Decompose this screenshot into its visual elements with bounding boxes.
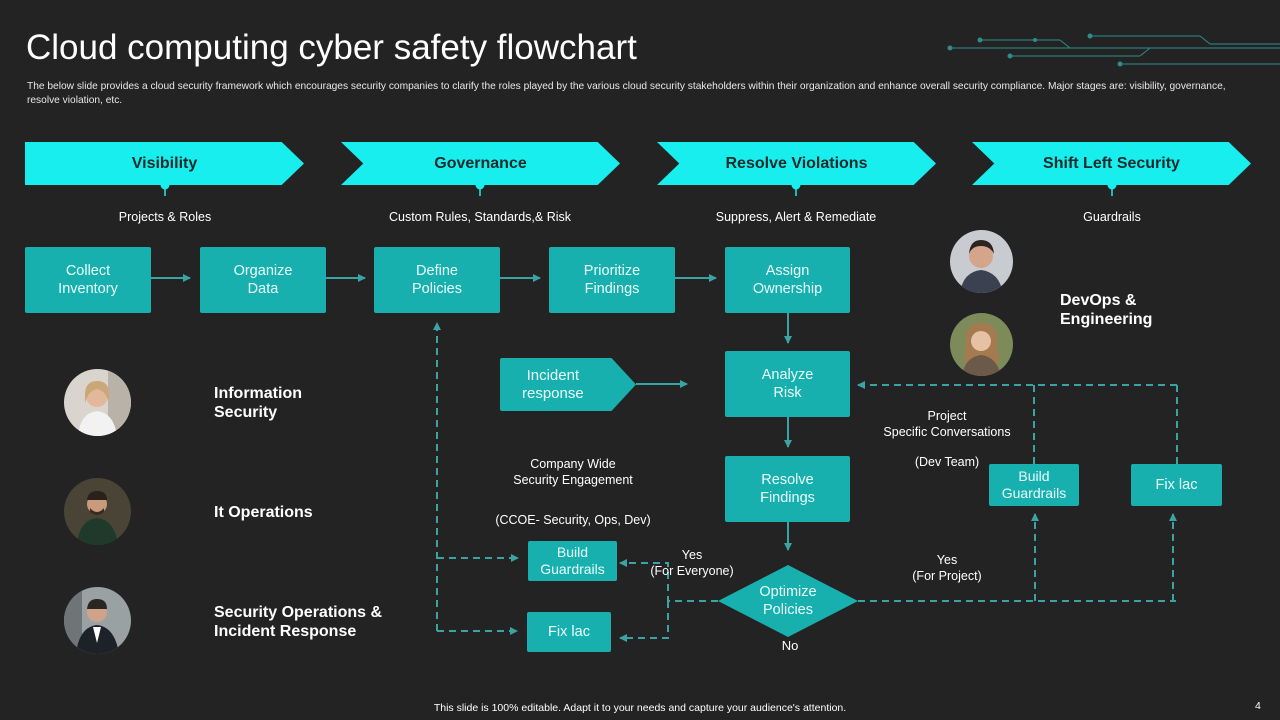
stage-governance: Governance [341,142,620,185]
stage-pins [160,180,1117,196]
box-define-policies: Define Policies [374,247,500,313]
page-number: 4 [1255,700,1261,712]
label-company-wide: Company Wide Security Engagement [513,457,633,487]
label-dev-team: (Dev Team) [914,455,980,469]
circuit-decoration [947,33,1280,67]
avatar-security-operations [64,587,131,654]
stage-shift-left-security: Shift Left Security [972,142,1251,185]
avatar-it-operations [64,478,131,545]
box-fix-iac-right: Fix lac [1131,464,1222,506]
box-fix-iac-left: Fix lac [527,612,611,652]
box-build-guardrails-right: Build Guardrails [989,464,1079,506]
box-organize-data: Organize Data [200,247,326,313]
stage-resolve-violations: Resolve Violations [657,142,936,185]
box-prioritize-findings: Prioritize Findings [549,247,675,313]
footer-note: This slide is 100% editable. Adapt it to… [433,702,847,714]
label-yes-everyone: Yes (For Everyone) [650,548,734,578]
avatar-devops-man [950,230,1013,293]
label-no: No [781,638,799,653]
page-title: Cloud computing cyber safety flowchart [26,28,637,67]
stage-sub-visibility: Projects & Roles [118,210,212,224]
role-it-operations: It Operations [214,504,313,521]
stage-sub-shift-left: Guardrails [1083,210,1141,224]
role-devops-engineering: DevOps & Engineering [1060,292,1153,328]
avatar-devops-woman [950,313,1013,376]
box-analyze-risk: Analyze Risk [725,351,850,417]
box-incident-response: Incident response [500,358,636,411]
box-assign-ownership: Assign Ownership [725,247,850,313]
label-yes-project: Yes (For Project) [912,553,982,583]
box-resolve-findings: Resolve Findings [725,456,850,522]
role-information-security: Information Security [214,385,302,421]
label-project-conversations: Project Specific Conversations [883,409,1011,439]
label-ccoe: (CCOE- Security, Ops, Dev) [495,513,651,527]
box-collect-inventory: Collect Inventory [25,247,151,313]
page-subtitle: The below slide provides a cloud securit… [27,81,1226,106]
box-build-guardrails-left: Build Guardrails [528,541,617,581]
stage-sub-governance: Custom Rules, Standards,& Risk [388,210,571,224]
avatar-information-security [64,369,131,436]
role-security-operations: Security Operations & Incident Response [214,604,383,640]
stage-visibility: Visibility [25,142,304,185]
stage-sub-resolve: Suppress, Alert & Remediate [715,210,877,224]
